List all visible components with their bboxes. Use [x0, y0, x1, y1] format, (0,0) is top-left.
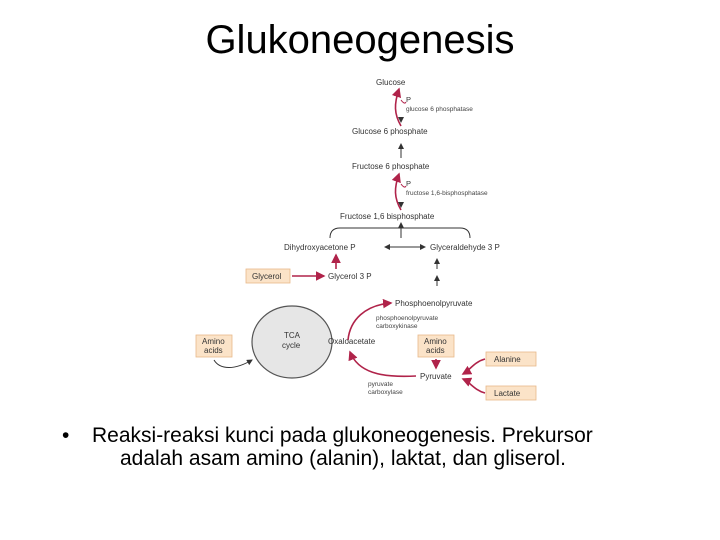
- precursor-box-lactate: [485, 385, 537, 401]
- precursor-box-alanine: [485, 351, 537, 367]
- metabolite-phosphoenolpyruvate: Phosphoenolpyruvate: [395, 299, 473, 308]
- arrow-lactate-to-pyruvate: [461, 377, 486, 394]
- bullet-line-2: adalah asam amino (alanin), laktat, dan …: [120, 447, 566, 470]
- precursor-amino-right-line2: acids: [426, 346, 445, 355]
- metabolite-oxaloacetate: Oxaloacetate: [328, 337, 376, 346]
- arrow-alanine-to-pyruvate: [461, 358, 486, 375]
- metabolite-pyruvate: Pyruvate: [420, 372, 452, 381]
- precursor-box-amino-acids-right: [417, 334, 455, 358]
- metabolite-glucose-6-phosphate: Glucose 6 phosphate: [352, 127, 428, 136]
- bullet-symbol: •: [62, 424, 70, 447]
- enzyme-g6pase: glucose 6 phosphatase: [406, 106, 473, 113]
- enzyme-pc-line1: pyruvate: [368, 381, 393, 388]
- arrow-f16bp-to-f6p: [391, 172, 402, 211]
- tca-label-line2: cycle: [282, 341, 301, 350]
- precursor-box-amino-acids-left: [195, 334, 233, 358]
- arrow-oaa-to-pep: [347, 298, 393, 341]
- precursor-amino-right-line1: Amino: [424, 337, 447, 346]
- metabolite-dihydroxyacetone-phosphate: Dihydroxyacetone P: [284, 243, 356, 252]
- bullet-line-1: Reaksi-reaksi kunci pada glukoneogenesis…: [92, 424, 593, 447]
- metabolite-glycerol-3-phosphate: Glycerol 3 P: [328, 272, 372, 281]
- phosphate-release-curve: [400, 99, 407, 104]
- precursor-amino-left-line1: Amino: [202, 337, 225, 346]
- arrow-g6p-to-glucose: [391, 87, 402, 127]
- metabolite-fructose-1-6-bisphosphate: Fructose 1,6 bisphosphate: [340, 212, 435, 221]
- enzyme-pc-line2: carboxylase: [368, 389, 403, 396]
- branch-split: [329, 227, 471, 239]
- metabolite-glucose: Glucose: [376, 78, 406, 87]
- tca-cycle-circle: [251, 305, 333, 379]
- precursor-box-glycerol: [245, 268, 291, 284]
- enzyme-g6pase-phosphate: P: [406, 95, 411, 104]
- arrow-amino-left-to-tca: [213, 359, 253, 368]
- metabolite-glyceraldehyde-3-phosphate: Glyceraldehyde 3 P: [430, 243, 500, 252]
- phosphate-release-curve-2: [400, 183, 407, 188]
- gluconeogenesis-diagram: Glucose P glucose 6 phosphatase Glucose …: [195, 78, 537, 401]
- precursor-amino-left-line2: acids: [204, 346, 223, 355]
- arrow-pyruvate-to-oaa: [348, 350, 417, 378]
- metabolite-fructose-6-phosphate: Fructose 6 phosphate: [352, 162, 430, 171]
- precursor-alanine: Alanine: [494, 355, 521, 364]
- enzyme-fbpase: fructose 1,6-bisphosphatase: [406, 190, 488, 197]
- enzyme-pepck-line2: carboxykinase: [376, 323, 418, 330]
- precursor-glycerol: Glycerol: [252, 272, 282, 281]
- enzyme-fbpase-phosphate: P: [406, 179, 411, 188]
- tca-label-line1: TCA: [284, 331, 301, 340]
- enzyme-pepck-line1: phosphoenolpyruvate: [376, 315, 439, 322]
- slide-title: Glukoneogenesis: [205, 18, 515, 62]
- precursor-lactate: Lactate: [494, 389, 521, 398]
